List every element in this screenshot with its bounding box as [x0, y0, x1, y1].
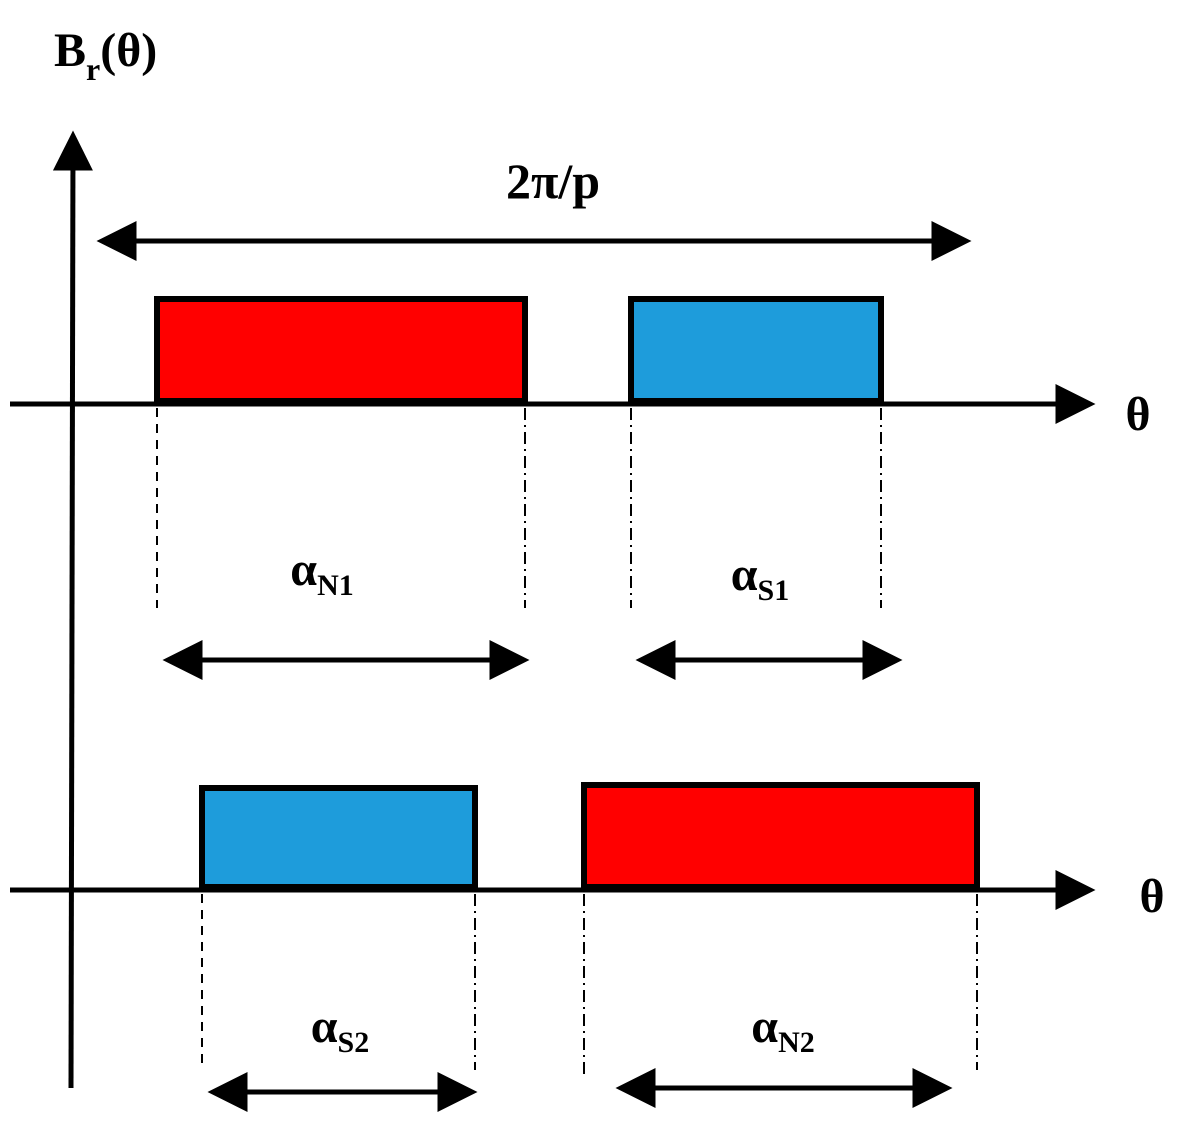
label-alpha-s2: αS2 [311, 1000, 369, 1059]
magnet-s2 [199, 785, 478, 890]
magnet-n2 [581, 782, 980, 890]
magnet-s1 [628, 296, 884, 404]
theta-label-bottom: θ [1139, 870, 1164, 923]
label-alpha-n2: αN2 [751, 1000, 814, 1059]
label-alpha-n1: αN1 [290, 543, 353, 602]
magnet-n1 [154, 296, 528, 404]
label-alpha-s1: αS1 [731, 548, 789, 607]
period-label: 2π/p [506, 153, 600, 209]
theta-label-top: θ [1125, 388, 1150, 441]
y-axis [52, 130, 93, 1089]
y-axis-label: Br(θ) [54, 24, 157, 87]
